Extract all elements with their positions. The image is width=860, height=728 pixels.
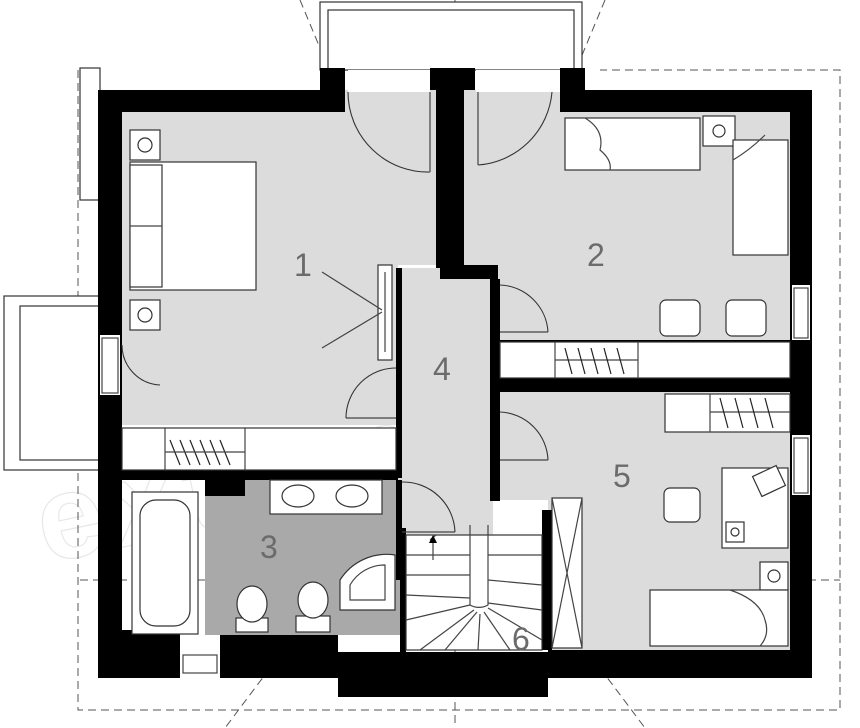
room-number-4: 4	[433, 351, 451, 387]
shower	[339, 553, 396, 611]
armchairs	[659, 299, 767, 337]
nightstand-bottom	[129, 299, 161, 331]
room-number-6: 6	[512, 621, 530, 657]
staircase	[405, 525, 543, 651]
single-bed-room-5	[649, 589, 789, 647]
balcony-top	[319, 1, 583, 71]
single-bed-room-2	[564, 117, 701, 171]
room-number-2: 2	[587, 237, 605, 273]
nightstand-room-5	[759, 561, 789, 591]
room-number-1: 1	[294, 247, 312, 283]
desk-chair	[663, 487, 701, 523]
bathtub	[131, 491, 199, 635]
windows	[101, 287, 809, 674]
room-labels: 1 2 3 4 5 6	[260, 237, 631, 657]
toilets	[235, 581, 331, 633]
mirror-wardrobe	[321, 264, 393, 361]
nightstand-top	[129, 129, 161, 161]
sinks	[269, 479, 383, 515]
double-bed	[129, 161, 257, 291]
nightstand-room-2	[702, 115, 736, 147]
wardrobe-room-2	[499, 341, 791, 379]
single-bed-room-2b	[732, 134, 789, 256]
wardrobe-room-5	[664, 393, 791, 433]
room-number-5: 5	[613, 458, 631, 494]
room-number-3: 3	[260, 529, 278, 565]
desk	[721, 464, 789, 549]
storage-under-stair	[551, 497, 583, 649]
balcony-left	[3, 67, 101, 471]
wardrobe-room-1	[121, 427, 397, 471]
doors	[121, 91, 553, 533]
